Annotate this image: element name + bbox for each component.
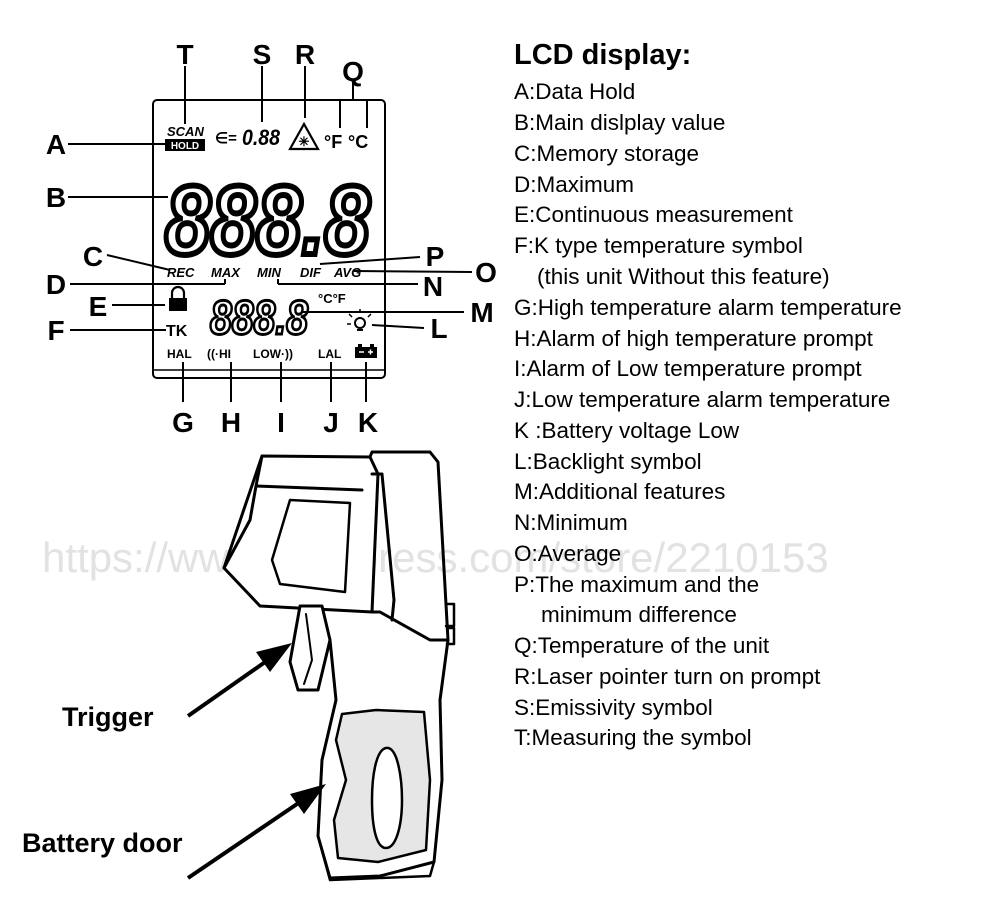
- callout-g: G: [172, 407, 194, 438]
- callout-m: M: [470, 297, 493, 328]
- lock-icon: [169, 285, 187, 311]
- legend-item: Q:Temperature of the unit: [514, 633, 770, 658]
- legend-item: O:Average: [514, 541, 621, 566]
- callout-c: C: [83, 241, 103, 272]
- lcd-unit-f: °F: [324, 132, 342, 152]
- callout-letters: T S R Q A B C D E F P O N M L G H I J K: [46, 39, 497, 438]
- lcd-lal-text: LAL: [318, 347, 341, 361]
- battery-door-label: Battery door: [22, 828, 183, 858]
- lcd-emissivity-digits: 0.88: [242, 125, 281, 150]
- legend-item: G:High temperature alarm temperature: [514, 295, 902, 320]
- battery-door-arrowhead-icon: [290, 784, 326, 814]
- callout-n: N: [423, 271, 443, 302]
- lcd-tk-text: TK: [166, 323, 188, 340]
- svg-text:✳: ✳: [299, 134, 310, 149]
- callout-i: I: [277, 407, 285, 438]
- lcd-sub-units: °C°F: [318, 291, 346, 306]
- callout-t: T: [176, 39, 193, 70]
- legend: LCD display: A:Data Hold B:Main dislplay…: [514, 39, 902, 750]
- lcd-rec-text: REC: [167, 265, 195, 280]
- legend-item: F:K type temperature symbol: [514, 233, 803, 258]
- callout-a: A: [46, 129, 66, 160]
- legend-item: (this unit Without this feature): [537, 264, 830, 289]
- legend-item: J:Low temperature alarm temperature: [514, 387, 890, 412]
- lcd-min-text: MIN: [257, 265, 281, 280]
- lcd-hal-text: HAL: [167, 347, 192, 361]
- callout-f: F: [47, 315, 64, 346]
- lcd-hold-text: HOLD: [171, 141, 199, 152]
- legend-item: C:Memory storage: [514, 141, 699, 166]
- laser-warning-icon: ✳: [288, 121, 320, 151]
- legend-item: B:Main dislplay value: [514, 110, 725, 135]
- legend-title: LCD display:: [514, 39, 691, 71]
- battery-icon: [355, 344, 377, 358]
- lcd-panel: SCAN HOLD ∈= 0.88 ✳ °F °C 888.8 REC MAX …: [152, 99, 386, 379]
- legend-item: M:Additional features: [514, 479, 725, 504]
- callout-j: J: [323, 407, 339, 438]
- legend-item: K :Battery voltage Low: [514, 418, 740, 443]
- legend-item: T:Measuring the symbol: [514, 725, 752, 750]
- lcd-hi-text: ((·HI: [207, 347, 231, 361]
- lcd-epsilon-symbol: ∈=: [215, 130, 237, 147]
- callout-h: H: [221, 407, 241, 438]
- legend-item: P:The maximum and the: [514, 572, 759, 597]
- callout-r: R: [295, 39, 315, 70]
- lcd-low-text: LOW·)): [253, 347, 293, 361]
- callouts: [68, 66, 473, 402]
- lcd-frame: [152, 99, 386, 379]
- legend-item: I:Alarm of Low temperature prompt: [514, 356, 862, 381]
- legend-item: H:Alarm of high temperature prompt: [514, 326, 874, 351]
- legend-item: N:Minimum: [514, 510, 628, 535]
- callout-o: O: [475, 257, 497, 288]
- callout-q: Q: [342, 56, 364, 87]
- backlight-icon: [347, 309, 372, 331]
- lcd-avg-text: AVG: [333, 265, 361, 280]
- callout-l: L: [430, 313, 447, 344]
- legend-item: L:Backlight symbol: [514, 449, 702, 474]
- trigger-arrowhead-icon: [256, 643, 292, 672]
- battery-door-arrow-shaft: [186, 800, 302, 880]
- callout-b: B: [46, 182, 66, 213]
- watermark-text: https://www.aliexpress.com/store/2210153: [42, 534, 829, 581]
- legend-item: A:Data Hold: [514, 79, 635, 104]
- legend-item: S:Emissivity symbol: [514, 695, 713, 720]
- lcd-main-value: 888.8: [165, 165, 370, 275]
- lcd-max-text: MAX: [211, 265, 241, 280]
- callout-s: S: [253, 39, 272, 70]
- lcd-dif-text: DIF: [300, 265, 322, 280]
- lcd-sub-value: 888.8: [210, 292, 308, 345]
- callout-p: P: [426, 241, 445, 272]
- lcd-hold-box: [165, 139, 205, 151]
- lcd-scan-text: SCAN: [167, 124, 204, 139]
- callout-d: D: [46, 269, 66, 300]
- lcd-unit-c: °C: [348, 132, 368, 152]
- part-arrows: [186, 643, 326, 880]
- legend-item: D:Maximum: [514, 172, 634, 197]
- callout-k: K: [358, 407, 378, 438]
- thermometer-illustration: [222, 450, 456, 882]
- legend-item: R:Laser pointer turn on prompt: [514, 664, 821, 689]
- legend-item: minimum difference: [541, 602, 737, 627]
- trigger-label: Trigger: [62, 702, 154, 732]
- legend-item: E:Continuous measurement: [514, 202, 794, 227]
- trigger-arrow-shaft: [186, 658, 270, 718]
- callout-e: E: [89, 291, 108, 322]
